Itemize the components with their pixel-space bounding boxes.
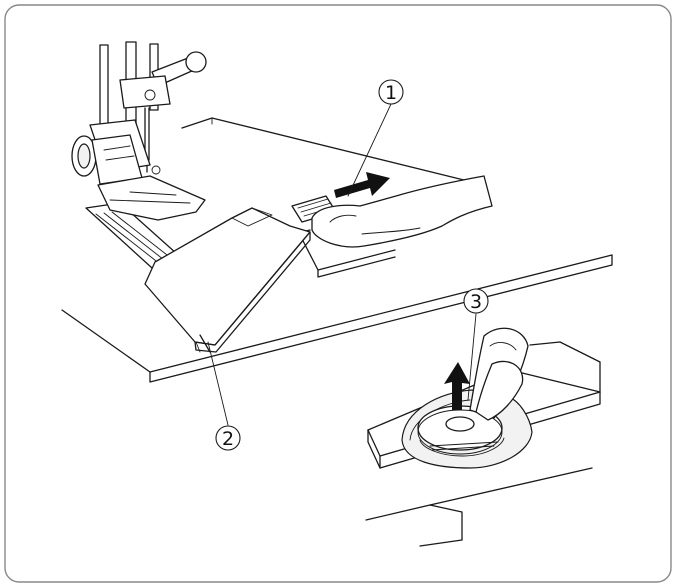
callout-3-label: 3 — [470, 291, 482, 313]
lift-arrow-icon — [444, 362, 470, 410]
presser-foot — [97, 175, 206, 221]
thumb-screw-icon — [185, 51, 207, 73]
push-arrow-icon — [334, 172, 390, 198]
hand-finger — [311, 175, 493, 248]
callout-2-label: 2 — [222, 428, 234, 450]
callout-3: 3 — [463, 288, 489, 401]
fingers-holding-bobbin — [469, 327, 529, 421]
bobbin — [417, 405, 505, 457]
callout-1: 1 — [347, 79, 404, 197]
bobbin-cover-plate — [144, 207, 311, 353]
callout-1-label: 1 — [385, 82, 397, 104]
callout-2: 2 — [207, 341, 241, 451]
presser-foot-assembly — [71, 41, 207, 221]
